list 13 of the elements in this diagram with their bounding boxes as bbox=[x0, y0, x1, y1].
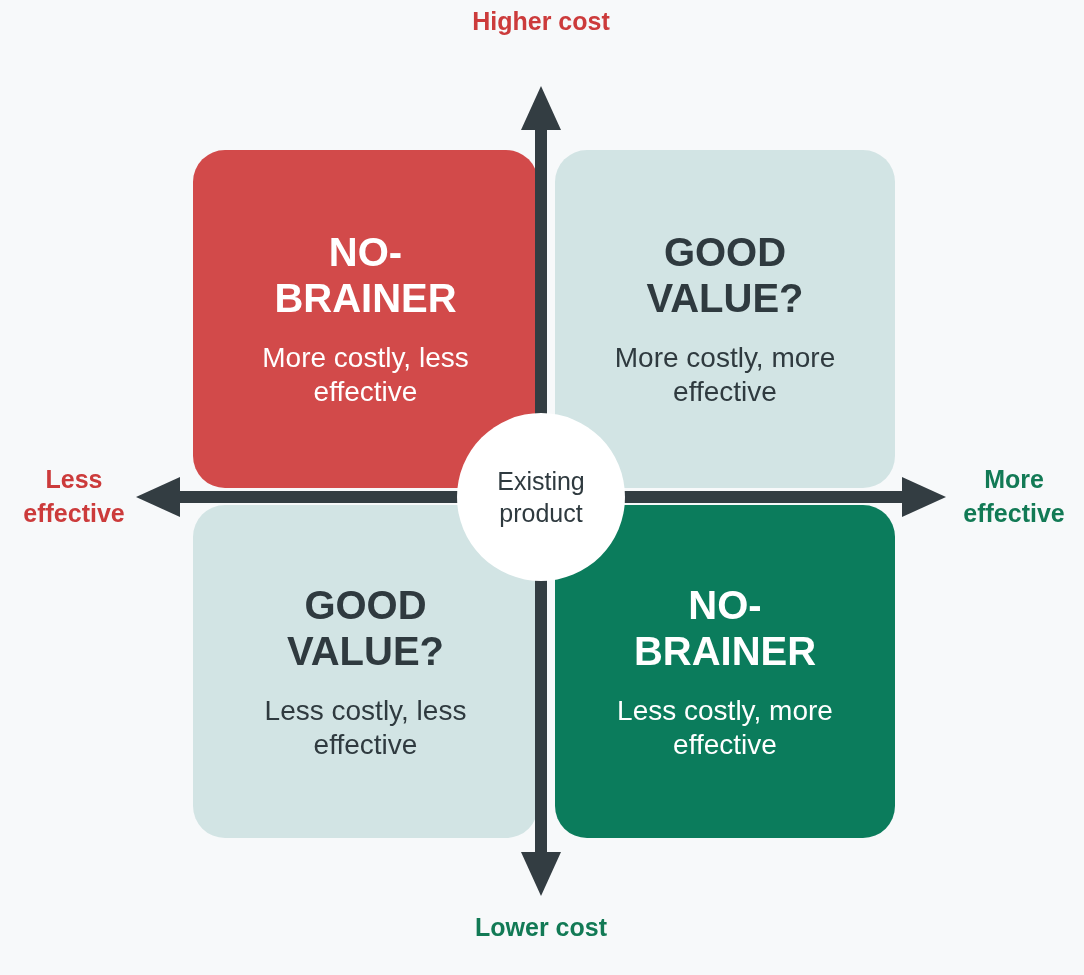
quadrant-description: Less costly, more effective bbox=[616, 693, 834, 762]
axis-label: Lower cost bbox=[474, 912, 608, 943]
quadrant-description: More costly, less effective bbox=[261, 341, 470, 409]
axis-label: More effective bbox=[962, 464, 1066, 529]
axis-label: Less effective bbox=[22, 464, 126, 529]
quadrant-title: GOOD VALUE? bbox=[286, 581, 445, 674]
circle-label: Existing product bbox=[496, 466, 586, 529]
axis-label: Higher cost bbox=[471, 6, 611, 37]
quadrant-title: GOOD VALUE? bbox=[645, 229, 805, 321]
quadrant-description: Less costly, less effective bbox=[263, 693, 468, 762]
quadrant-description: More costly, more effective bbox=[613, 341, 837, 409]
quadrant-title: NO- BRAINER bbox=[632, 581, 818, 674]
quadrant-title: NO- BRAINER bbox=[273, 229, 458, 321]
